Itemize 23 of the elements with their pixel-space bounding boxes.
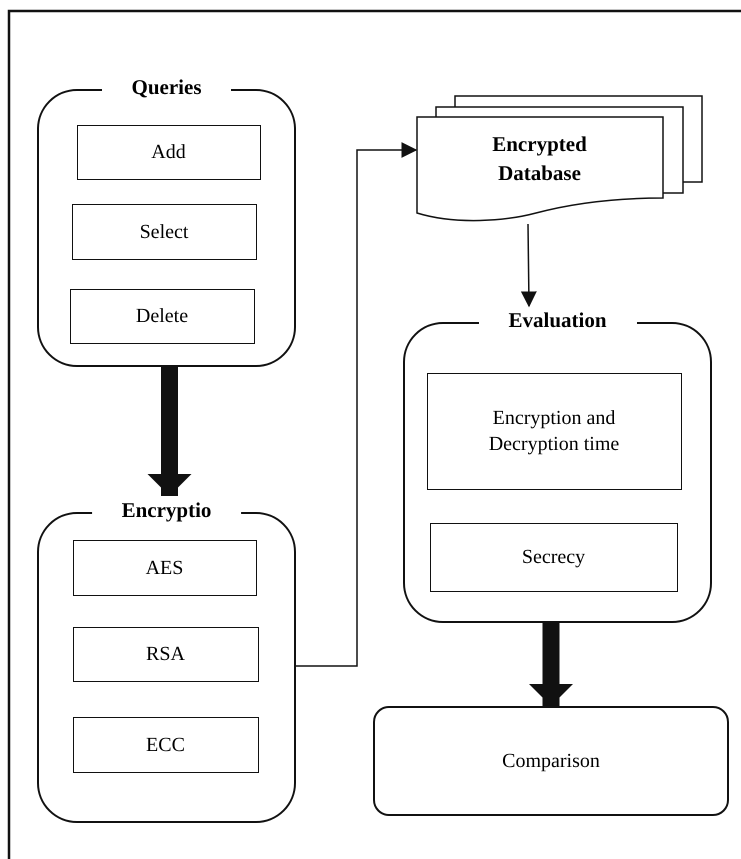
node-label: Comparison (501, 749, 601, 774)
node-label: RSA (145, 642, 186, 667)
result-box (373, 706, 729, 816)
node-label: Add (150, 140, 187, 165)
process-box (72, 626, 258, 682)
node-label: AES (144, 556, 184, 580)
process-box (76, 124, 260, 180)
process-box (72, 540, 256, 596)
arrow (296, 142, 418, 667)
process-box (72, 204, 256, 260)
node-label: Secrecy (520, 545, 586, 570)
process-box (430, 522, 678, 592)
node-label: Encryption and Decryption time (488, 406, 620, 457)
process-box (72, 716, 258, 772)
node-label: ECC (145, 732, 186, 758)
block-arrow (529, 623, 573, 706)
arrow (520, 224, 537, 308)
node-label: Encrypted Database (491, 130, 588, 187)
process-box (70, 288, 254, 344)
process-box (426, 372, 682, 490)
block-arrow (148, 367, 192, 496)
node-label: Delete (134, 304, 190, 329)
node-label: Select (138, 220, 190, 244)
